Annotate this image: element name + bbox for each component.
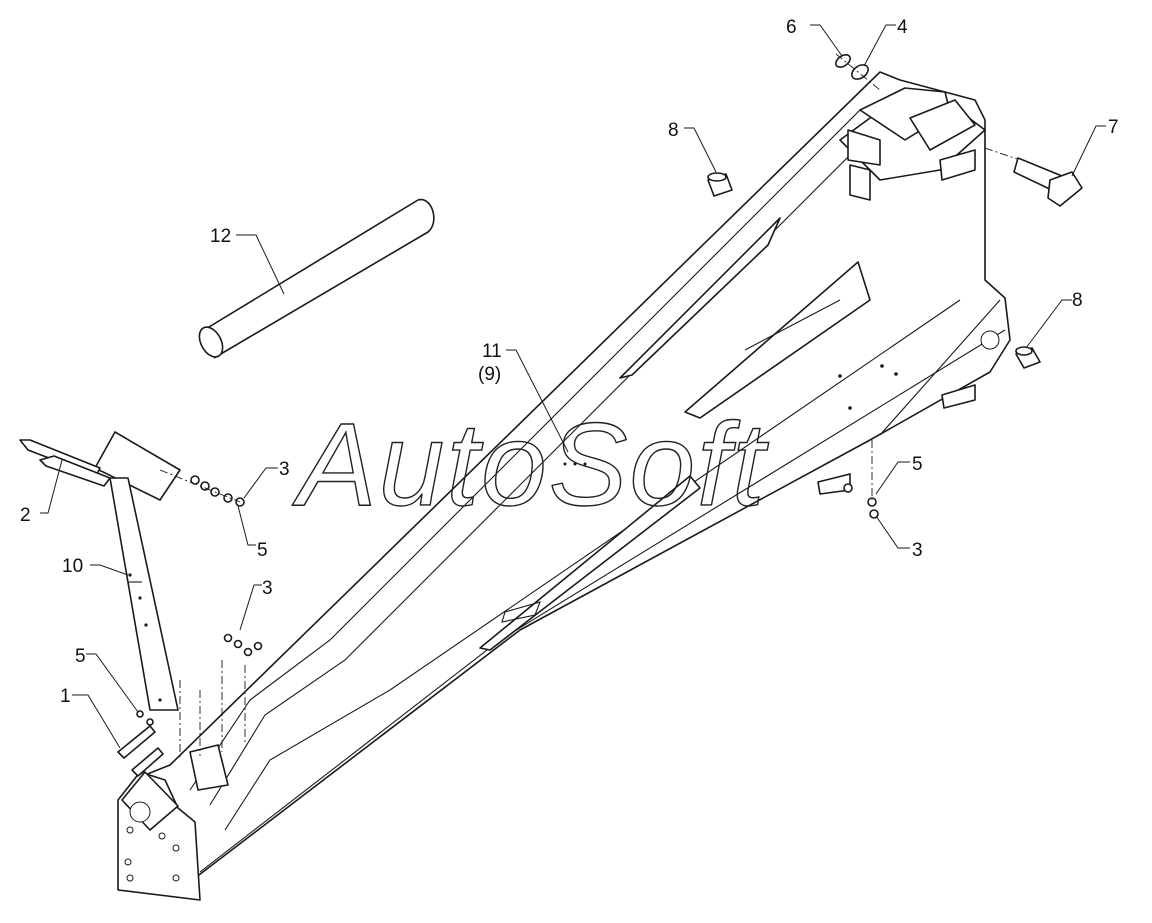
watermark: AutoSoft (292, 399, 769, 531)
callouts: 1 2 3 5 3 5 10 6 4 8 7 8 5 3 11 (9) 12 (20, 17, 1119, 707)
tube-part (198, 199, 435, 359)
callout-3-upper: 3 (279, 459, 290, 480)
callout-5-right: 5 (912, 454, 923, 475)
callout-2: 2 (20, 505, 31, 526)
bracket-assembly (19, 431, 879, 777)
callout-4: 4 (897, 17, 908, 38)
ring-parts (835, 53, 881, 91)
callout-8-top: 8 (668, 120, 679, 141)
callout-10: 10 (62, 556, 83, 577)
callout-5-lower: 5 (75, 646, 86, 667)
callout-12: 12 (210, 226, 231, 247)
boom-frame (117, 71, 1011, 901)
callout-3-middle: 3 (262, 578, 273, 599)
callout-6: 6 (786, 17, 797, 38)
leader-lines (40, 24, 1106, 749)
bushing-right (1015, 346, 1041, 369)
callout-9-alternate: (9) (478, 364, 501, 385)
callout-11: 11 (482, 341, 502, 362)
callout-3-right: 3 (912, 540, 923, 561)
callout-7: 7 (1108, 117, 1119, 138)
bushing-top (707, 172, 733, 197)
callout-1: 1 (60, 686, 71, 707)
pin-part (984, 147, 1083, 207)
callout-5-upper: 5 (257, 540, 268, 561)
callout-8-right: 8 (1072, 290, 1083, 311)
